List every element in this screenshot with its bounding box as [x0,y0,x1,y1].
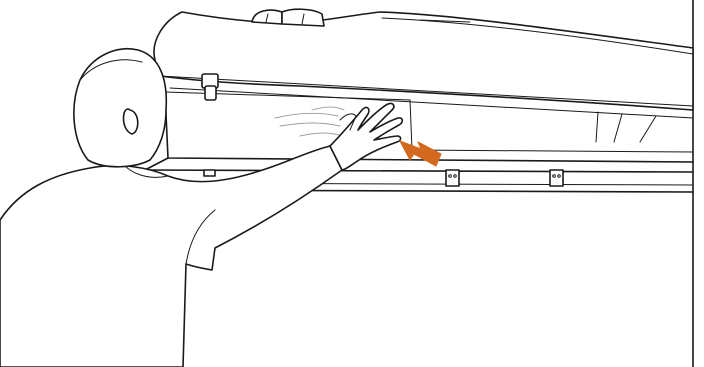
motion-lines [275,107,344,136]
mounting-bracket-right [550,170,563,186]
push-direction-arrow [400,141,441,166]
roof-box-lid [154,9,693,118]
small-clip [204,170,215,176]
mounting-bracket-left [446,170,459,186]
person-figure [0,49,402,367]
